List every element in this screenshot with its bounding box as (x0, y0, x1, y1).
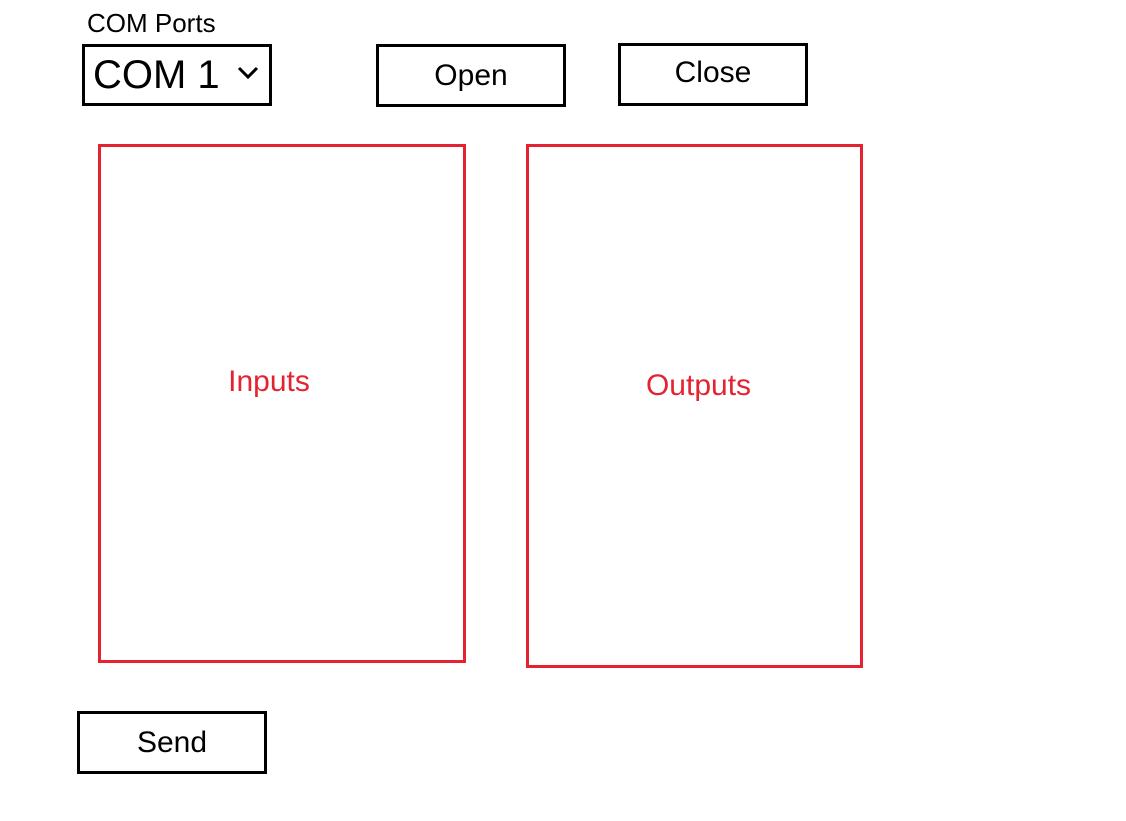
close-button[interactable]: Close (618, 43, 808, 106)
open-button[interactable]: Open (376, 44, 566, 107)
com-ports-label: COM Ports (87, 8, 216, 38)
com-port-dropdown[interactable]: COM 1 (82, 44, 272, 106)
outputs-panel: Outputs (526, 144, 863, 668)
outputs-panel-label: Outputs (645, 369, 752, 402)
inputs-panel-label: Inputs (228, 364, 310, 398)
com-port-selected-value: COM 1 (93, 53, 220, 97)
inputs-panel[interactable]: Inputs (98, 144, 466, 663)
send-button[interactable]: Send (77, 711, 267, 774)
chevron-down-icon (237, 66, 259, 80)
